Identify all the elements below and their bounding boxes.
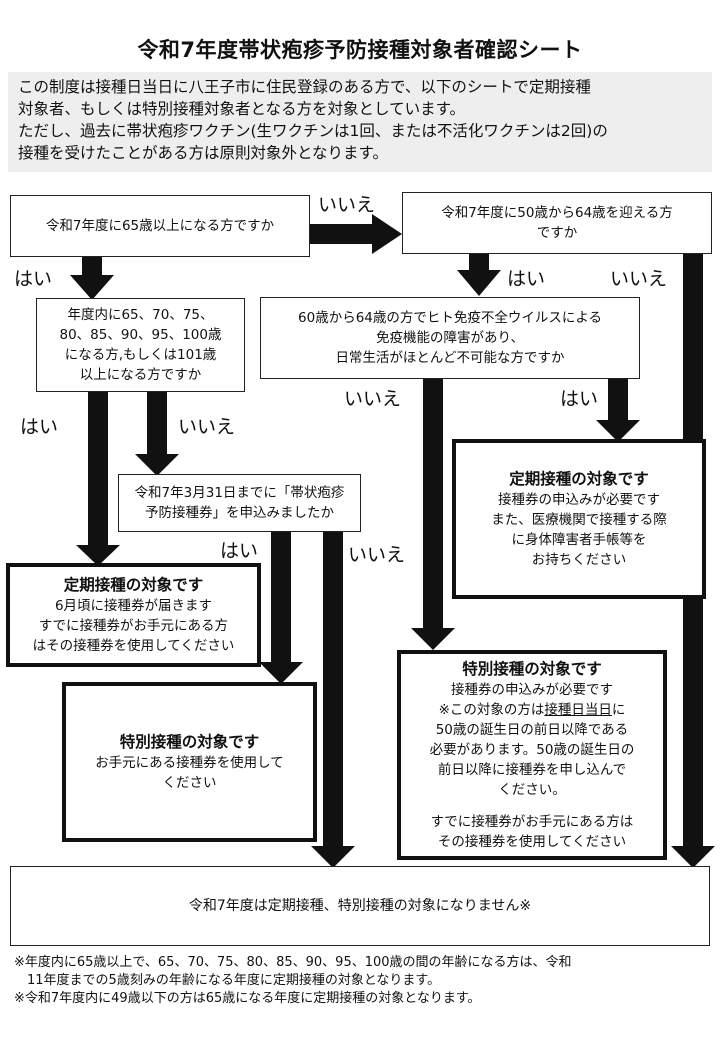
question-text: 80、85、90、95、100歳 bbox=[59, 327, 222, 343]
arrow-q5-to-r2 bbox=[259, 532, 303, 684]
question-65-or-older: 令和7年度に65歳以上になる方ですか bbox=[10, 195, 310, 257]
question-text: 免疫機能の障害があり、 bbox=[376, 330, 524, 346]
question-50-to-64: 令和7年度に50歳から64歳を迎える方 ですか bbox=[402, 192, 712, 254]
result-special-vaccination-apply: 特別接種の対象です 接種券の申込みが必要です ※この対象の方は接種日当日に 50… bbox=[397, 650, 667, 860]
result-regular-vaccination-disability: 定期接種の対象です 接種券の申込みが必要です また、医療機関で接種する際 に身体… bbox=[452, 439, 706, 599]
result-text: 令和7年度は定期接種、特別接種の対象になりません※ bbox=[188, 898, 532, 914]
intro-line: 対象者、もしくは特別接種対象者となる方を対象としています。 bbox=[18, 100, 466, 118]
result-heading: 特別接種の対象です bbox=[119, 733, 260, 751]
label-no: いいえ bbox=[610, 268, 668, 290]
arrow-q4-to-r4 bbox=[411, 372, 455, 650]
result-text: その接種券を使用してください bbox=[437, 834, 627, 850]
label-no: いいえ bbox=[344, 388, 402, 410]
question-text: 予防接種券」を申込みましたか bbox=[145, 505, 334, 521]
result-heading: 特別接種の対象です bbox=[462, 660, 602, 678]
result-heading: 定期接種の対象です bbox=[63, 576, 204, 594]
intro-line: ただし、過去に帯状疱疹ワクチン(生ワクチンは1回、または不活化ワクチンは2回)の bbox=[18, 122, 608, 140]
question-text: 令和7年度に50歳から64歳を迎える方 bbox=[441, 205, 673, 221]
label-no: いいえ bbox=[178, 416, 236, 438]
arrow-q3-to-r1 bbox=[76, 390, 120, 566]
result-text: ください。 bbox=[498, 782, 566, 798]
intro-note: この制度は接種日当日に八王子市に住民登録のある方で、以下のシートで定期接種 対象… bbox=[8, 72, 712, 172]
label-yes: はい bbox=[507, 268, 546, 290]
arrow-q3-to-q5 bbox=[135, 390, 179, 476]
page-title: 令和7年度帯状疱疹予防接種対象者確認シート bbox=[137, 38, 583, 62]
result-text: 前日以降に接種券を申し込んで bbox=[437, 762, 627, 778]
result-text: ください bbox=[162, 775, 217, 791]
result-text: 50歳の誕生日の前日以降である bbox=[435, 722, 629, 738]
result-text: すでに接種券がお手元にある方は bbox=[430, 814, 634, 830]
result-not-eligible: 令和7年度は定期接種、特別接種の対象になりません※ bbox=[10, 866, 710, 946]
result-text: また、医療機関で接種する際 bbox=[491, 512, 667, 528]
result-text-underlined: 接種日当日 bbox=[544, 702, 612, 718]
footnote-line: ※年度内に65歳以上で、65、70、75、80、85、90、95、100歳の間の… bbox=[14, 955, 572, 970]
label-yes: はい bbox=[20, 416, 59, 438]
result-text: すでに接種券がお手元にある方 bbox=[38, 618, 229, 634]
result-text: 接種券の申込みが必要です bbox=[498, 492, 660, 508]
label-yes: はい bbox=[220, 540, 259, 562]
question-text: 日常生活がほとんど不可能な方ですか bbox=[335, 350, 565, 366]
result-text: 6月頃に接種券が届きます bbox=[54, 598, 213, 614]
footnote-line: 11年度までの5歳刻みの年齢になる年度に定期接種の対象となります。 bbox=[14, 973, 441, 988]
question-text: ですか bbox=[536, 225, 578, 241]
question-text: 年度内に65、70、75、 bbox=[67, 307, 214, 323]
intro-line: 接種を受けたことがある方は原則対象外となります。 bbox=[18, 144, 388, 162]
result-text: お持ちください bbox=[531, 552, 627, 568]
label-yes: はい bbox=[14, 268, 53, 290]
question-text: 60歳から64歳の方でヒト免疫不全ウイルスによる bbox=[298, 310, 602, 326]
label-no: いいえ bbox=[348, 544, 406, 566]
arrow-q4-to-r3 bbox=[596, 372, 640, 442]
result-text: お手元にある接種券を使用して bbox=[95, 755, 284, 771]
label-yes: はい bbox=[560, 388, 599, 410]
result-special-vaccination-existing-ticket: 特別接種の対象です お手元にある接種券を使用して ください bbox=[62, 682, 317, 842]
question-milestone-age: 年度内に65、70、75、 80、85、90、95、100歳 になる方,もしくは… bbox=[36, 298, 245, 392]
result-text-part: に bbox=[611, 702, 626, 718]
question-text: 令和7年3月31日までに「帯状疱疹 bbox=[134, 485, 345, 501]
arrow-q1-to-q3 bbox=[70, 252, 114, 300]
result-text: に身体障害者手帳等を bbox=[511, 532, 647, 548]
result-text-part: ※この対象の方は bbox=[438, 702, 545, 718]
question-applied-by-march-31: 令和7年3月31日までに「帯状疱疹 予防接種券」を申込みましたか bbox=[118, 474, 361, 532]
result-heading: 定期接種の対象です bbox=[509, 470, 649, 488]
footnotes: ※年度内に65歳以上で、65、70、75、80、85、90、95、100歳の間の… bbox=[14, 954, 714, 1008]
arrow-q1-to-q2 bbox=[310, 214, 402, 254]
result-text: ※この対象の方は接種日当日に bbox=[439, 700, 626, 720]
result-text: 接種券の申込みが必要です bbox=[451, 682, 613, 698]
result-regular-vaccination: 定期接種の対象です 6月頃に接種券が届きます すでに接種券がお手元にある方 はそ… bbox=[6, 563, 261, 667]
result-text: 必要があります。50歳の誕生日の bbox=[429, 742, 635, 758]
question-text: になる方,もしくは101歳 bbox=[64, 347, 217, 363]
question-hiv-immune-disorder: 60歳から64歳の方でヒト免疫不全ウイルスによる 免疫機能の障害があり、 日常生… bbox=[260, 297, 640, 379]
question-text: 以上になる方ですか bbox=[79, 367, 202, 383]
footnote-line: ※令和7年度内に49歳以下の方は65歳になる年度に定期接種の対象となります。 bbox=[14, 991, 481, 1006]
result-text: はその接種券を使用してください bbox=[32, 638, 235, 654]
intro-line: この制度は接種日当日に八王子市に住民登録のある方で、以下のシートで定期接種 bbox=[18, 78, 591, 96]
arrow-q2-to-q4 bbox=[457, 252, 501, 296]
arrow-q5-to-final bbox=[311, 532, 355, 868]
question-text: 令和7年度に65歳以上になる方ですか bbox=[45, 218, 275, 234]
label-no: いいえ bbox=[318, 194, 376, 216]
